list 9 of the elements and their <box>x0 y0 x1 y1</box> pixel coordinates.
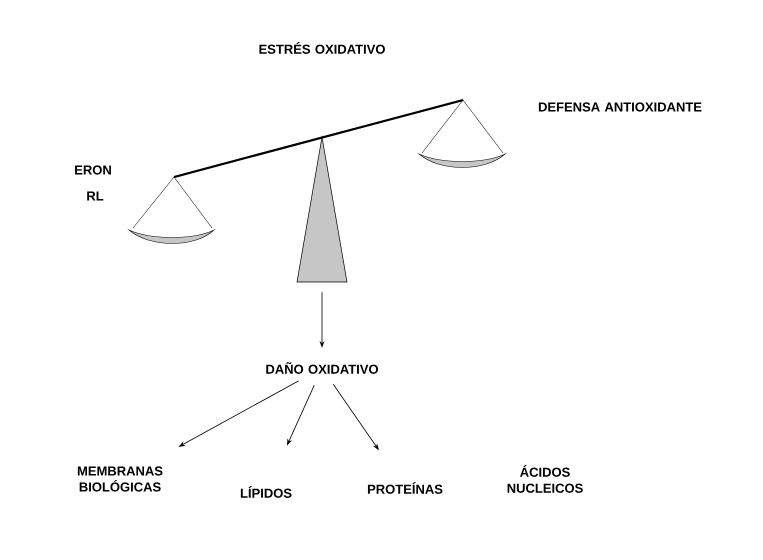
node-text: MEMBRANAS BIOLÓGICAS <box>78 466 162 492</box>
node-text: ÁCIDOS NUCLEICOS <box>508 465 583 493</box>
label-text: ERON <box>75 165 111 175</box>
node-text: PROTEÍNAS <box>368 482 442 494</box>
label-text: DEFENSA ANTIOXIDANTE <box>538 102 702 112</box>
label-text: RL <box>87 192 104 200</box>
node-text: DAÑO OXIDATIVO <box>266 362 378 374</box>
label-text: ESTRÉS OXIDATIVO <box>259 42 385 54</box>
node-text: LÍPIDOS <box>240 486 292 498</box>
